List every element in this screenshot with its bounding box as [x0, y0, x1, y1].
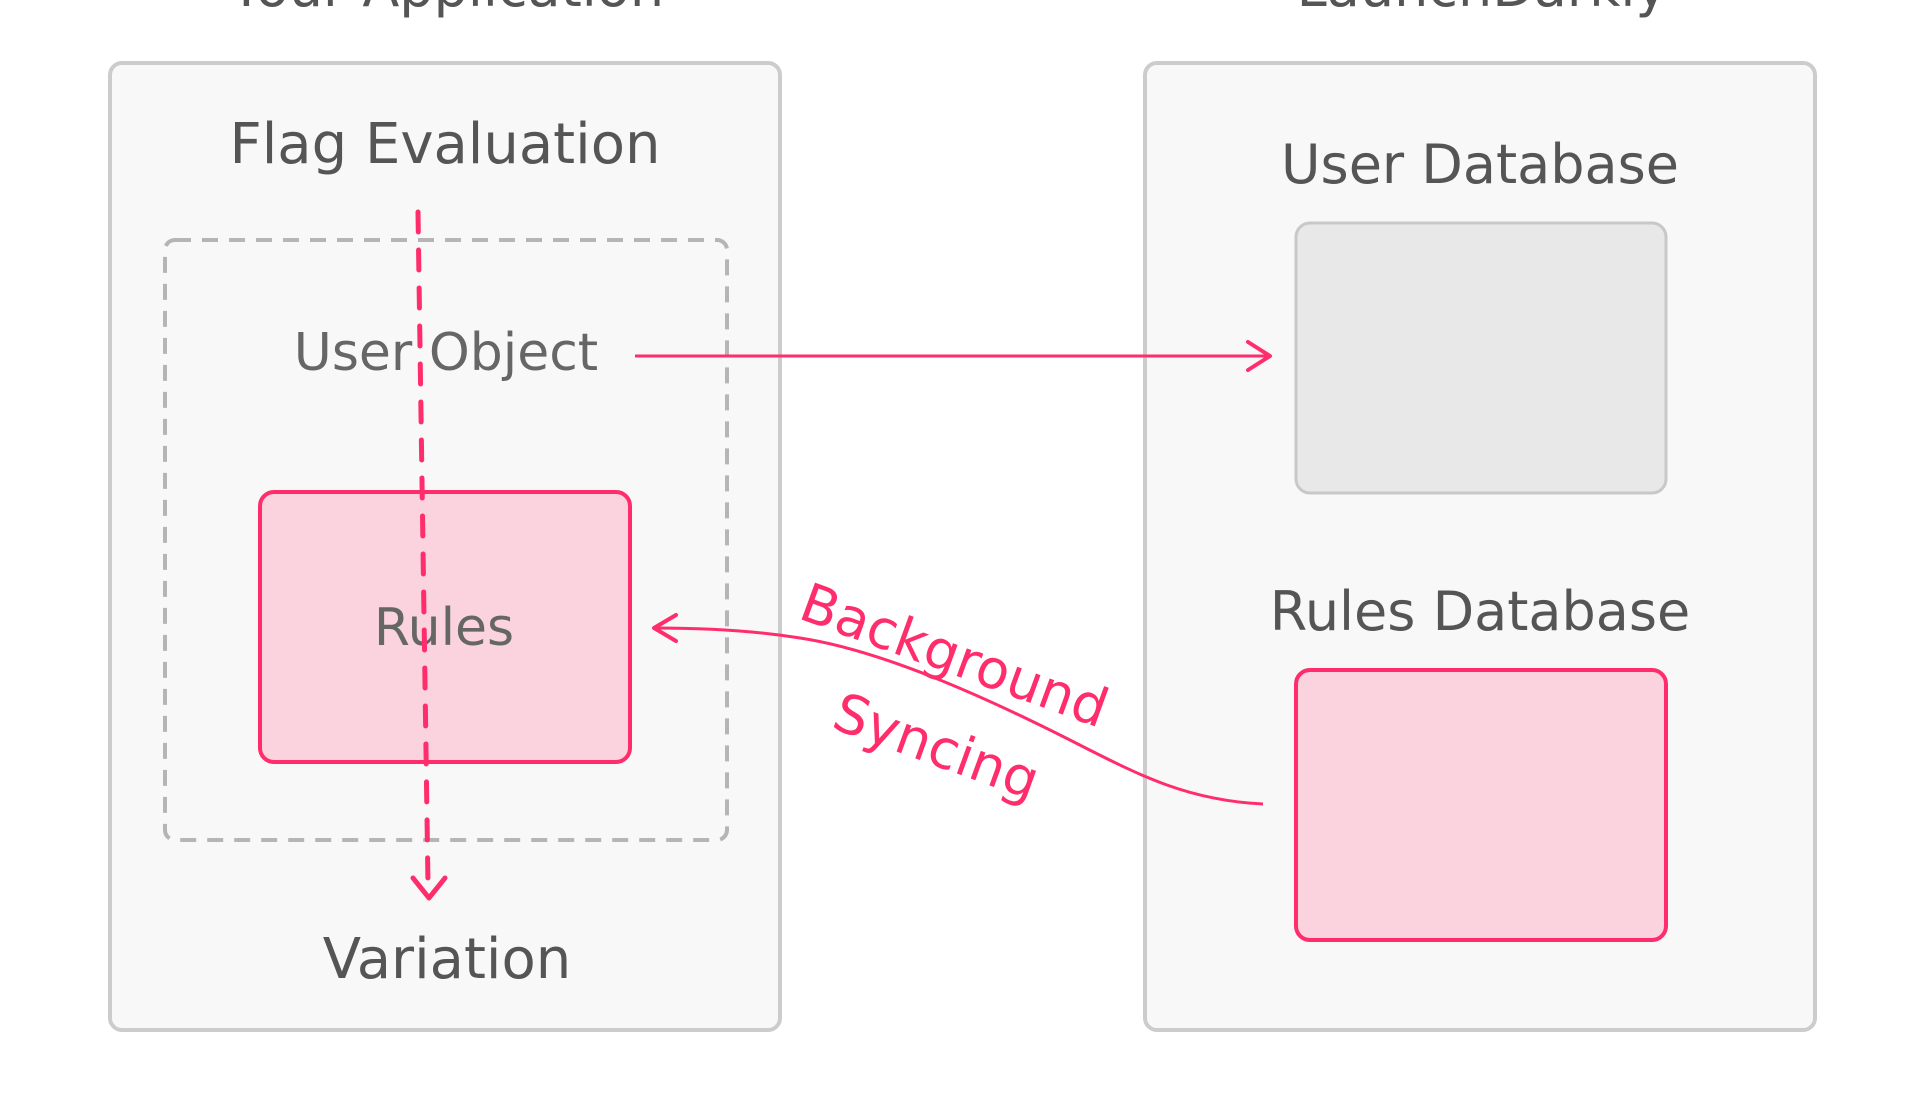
- rules-label: Rules: [374, 598, 514, 658]
- evaluation-flow-arrowhead: [410, 875, 448, 901]
- variation-label: Variation: [323, 927, 571, 992]
- user-object-arrowhead: [1246, 340, 1272, 372]
- rules-database-box: [1294, 668, 1668, 942]
- rules-database-label: Rules Database: [1270, 580, 1691, 643]
- local-rules-box: [258, 490, 632, 764]
- user-database-box: [1294, 221, 1668, 495]
- evaluation-context-box: [163, 238, 729, 842]
- flag-evaluation-title: Flag Evaluation: [230, 112, 661, 177]
- left-panel-title: Your Application: [229, 0, 664, 19]
- evaluation-flow-arrow: [415, 209, 431, 888]
- user-database-label: User Database: [1281, 133, 1679, 196]
- user-object-label: User Object: [294, 323, 598, 383]
- background-sync-arrow: [654, 626, 1264, 806]
- background-sync-arrowhead: [652, 613, 678, 643]
- right-panel-title: LaunchDarkly: [1297, 0, 1668, 19]
